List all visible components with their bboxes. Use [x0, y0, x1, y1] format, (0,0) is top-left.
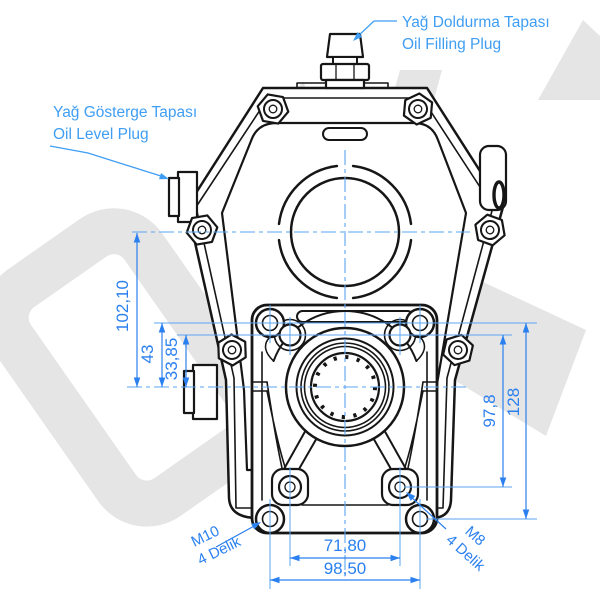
oil-level-callout: Yağ Gösterge Tapası Oil Level Plug: [49, 104, 197, 180]
dim-text: 97,8: [480, 394, 499, 427]
dim-text: 43: [138, 345, 157, 364]
watermark-d-ring: [0, 208, 278, 527]
hex-facets: [335, 63, 355, 81]
plug-flange: [191, 363, 219, 421]
dimension-102-10: 102,10: [113, 233, 141, 387]
dimension-128: 128: [504, 323, 530, 519]
wing-side-curves: [266, 381, 424, 474]
leader-arrow: [406, 492, 416, 501]
dim-text: 128: [504, 388, 523, 416]
housing-inner-offset: [195, 97, 494, 509]
split-ring-arc: [277, 238, 339, 300]
dim-text: 102,10: [113, 280, 132, 332]
plug-flange: [176, 170, 199, 224]
dimension-43: 43: [138, 323, 166, 387]
dim-text: 71,80: [324, 536, 367, 555]
leader-arrow: [251, 522, 261, 530]
right-boss-tab: [478, 144, 508, 212]
oil-filling-callout: Yağ Doldurma Tapası Oil Filling Plug: [353, 14, 550, 53]
oil-filling-plug: [296, 32, 389, 90]
tab-body: [478, 144, 508, 212]
split-ring-arc: [351, 164, 413, 226]
oil-filling-label-en: Oil Filling Plug: [402, 36, 501, 53]
plug-cap: [167, 176, 181, 218]
watermark-wedge: [538, 20, 600, 100]
oil-level-label-tr: Yağ Gösterge Tapası: [53, 104, 197, 121]
centerlines: [127, 150, 470, 576]
split-ring-arc: [351, 238, 413, 300]
dim-text: 98,50: [324, 559, 367, 578]
tab-bore: [492, 180, 506, 210]
oil-level-plug: [167, 170, 199, 224]
plug-hex-nut: [319, 62, 371, 82]
dimension-98-50: 98,50: [270, 559, 420, 584]
side-web-lines: [251, 381, 438, 392]
oil-level-label-en: Oil Level Plug: [53, 126, 149, 143]
leader-arrow: [353, 32, 363, 41]
leader-arrow: [159, 173, 169, 180]
dim-text: 33,85: [162, 338, 181, 381]
oil-filling-label-tr: Yağ Doldurma Tapası: [402, 14, 550, 31]
panel-slot: [322, 127, 368, 141]
extension-lines: [154, 305, 537, 589]
dimension-71-80: 71,80: [290, 536, 400, 562]
split-ring-arc: [277, 164, 339, 226]
m10-callout: M10 4 Delik: [189, 522, 261, 569]
ribs: [283, 427, 407, 477]
plug-base: [324, 78, 366, 90]
plug-cap: [182, 369, 196, 415]
dimension-33-85: 33,85: [162, 335, 190, 387]
wing-curves: [264, 337, 426, 362]
dimension-97-8: 97,8: [480, 335, 507, 487]
drain-plug: [182, 363, 219, 421]
